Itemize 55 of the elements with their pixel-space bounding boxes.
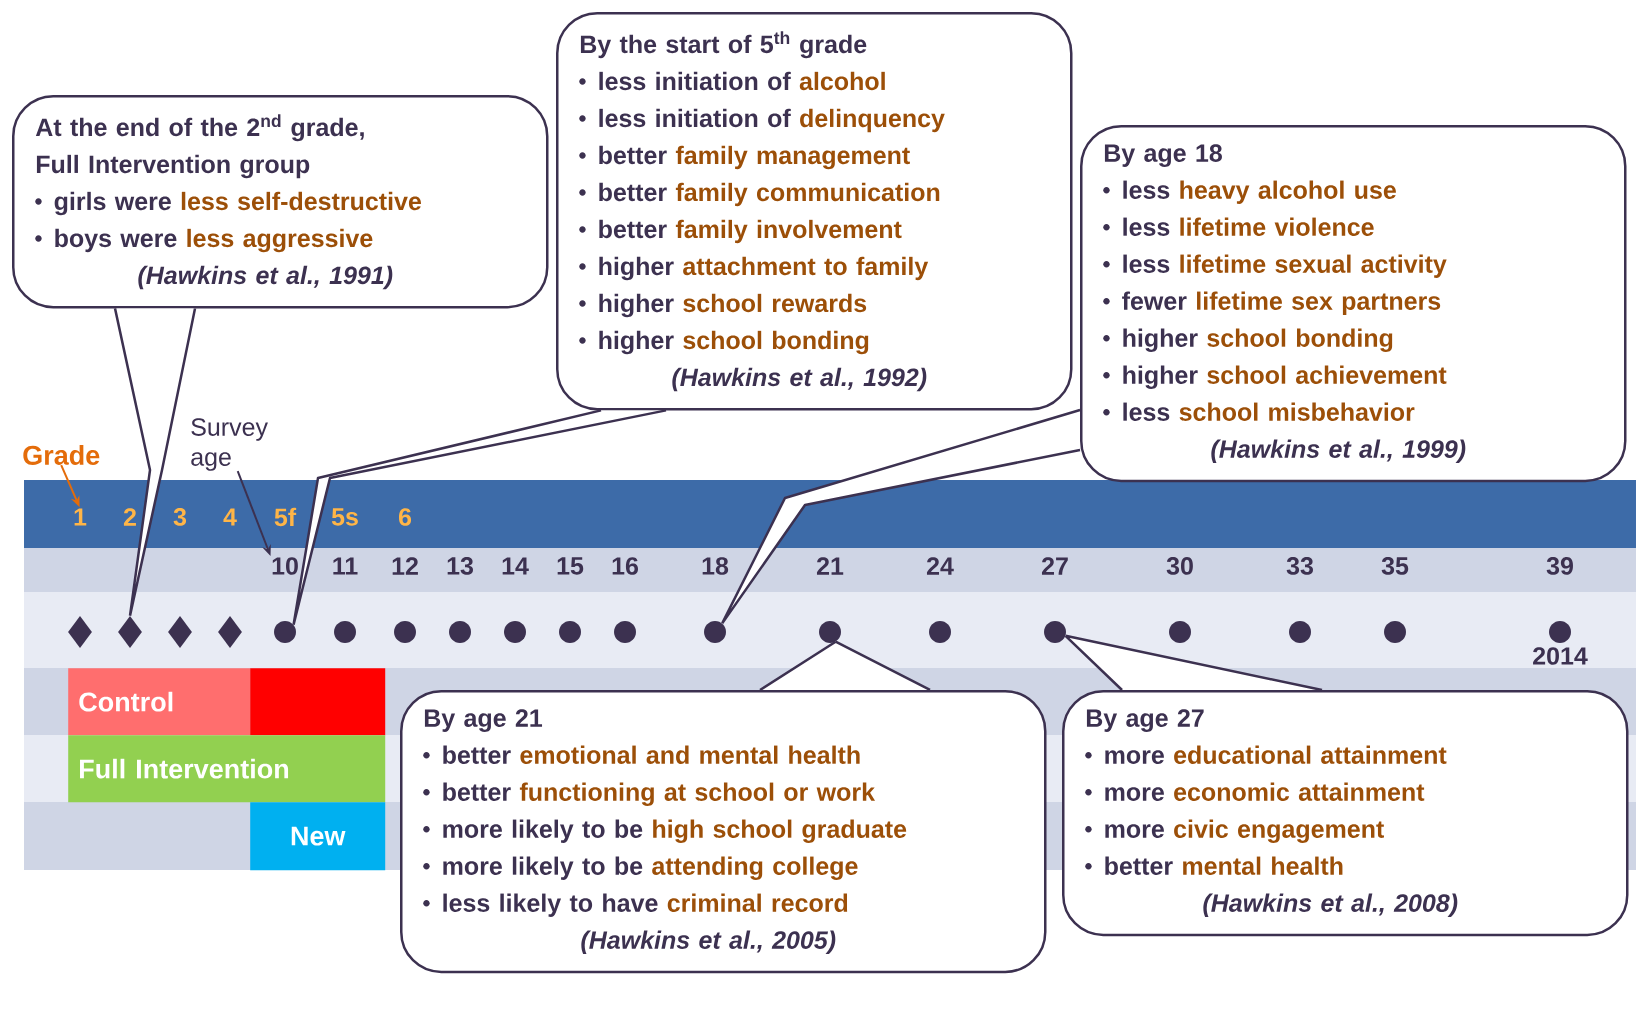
age-number: 15 (557, 557, 584, 575)
timeline-dot (1384, 621, 1406, 643)
grade-number: 6 (398, 508, 412, 526)
callout-tail (1064, 634, 1324, 692)
grade-number: 5s (331, 508, 358, 526)
timeline-dot (1549, 621, 1571, 643)
age-number: 24 (926, 557, 954, 575)
timeline-dot (1044, 621, 1066, 643)
callout-tail (720, 408, 1082, 625)
timeline-diamond (218, 616, 242, 648)
age-number: 39 (1546, 557, 1573, 575)
callout-bubble: At the end of the 2$^{nd}$ grade, Full Intervention group girls were less self-destructive boys were less aggressive (Hawkins et al., 1991) (12, 95, 549, 309)
grade-number: 2 (123, 508, 136, 526)
timeline-dot (504, 621, 526, 643)
timeline-dot (394, 621, 416, 643)
grade-number: 1 (74, 508, 87, 526)
grade-number: 5f (274, 507, 297, 527)
timeline-dot (559, 621, 581, 643)
callout-bubble: By age 18 less heavy alcohol use less lifetime violence less lifetime sexual activity fewer lifetime sex partners higher school bonding higher school achievement less school misbehavior (Hawkins et al., 1999) (1080, 125, 1627, 483)
age-number: 35 (1381, 557, 1409, 575)
age-number: 30 (1166, 557, 1193, 575)
group-bar: New (250, 802, 386, 871)
age-number: 11 (333, 557, 358, 575)
age-number: 16 (612, 557, 638, 575)
group-bar: Control (68, 668, 251, 736)
timeline-diamond (168, 616, 192, 648)
grade-number: 3 (173, 508, 187, 526)
axis-title: Survey age (191, 418, 268, 471)
age-number: 33 (1286, 557, 1313, 575)
age-number: 14 (502, 557, 529, 575)
age-number: 21 (816, 557, 844, 575)
timeline-dot (449, 621, 471, 643)
timeline-dot (819, 621, 841, 643)
age-number: 27 (1041, 557, 1068, 575)
timeline-dot (704, 621, 726, 643)
group-bar (250, 668, 386, 736)
timeline-diamond (68, 616, 92, 648)
timeline-dot (334, 621, 356, 643)
age-number: 18 (702, 557, 729, 575)
group-bar: Full Intervention (68, 735, 386, 803)
year-label: 2014 (1533, 647, 1588, 665)
age-number: 13 (447, 557, 473, 575)
timeline-diamond (118, 616, 142, 648)
axis-title: Grade (23, 445, 100, 465)
timeline-dot (1289, 621, 1311, 643)
age-number: 10 (272, 557, 298, 575)
timeline-dot (929, 621, 951, 643)
callout-tail (758, 640, 932, 692)
age-number: 12 (392, 557, 418, 575)
callout-tail (292, 409, 668, 627)
grade-number: 4 (223, 508, 237, 526)
timeline-dot (1169, 621, 1191, 643)
timeline-dot (614, 621, 636, 643)
callout-tail (113, 307, 197, 618)
timeline-dot (274, 621, 296, 643)
